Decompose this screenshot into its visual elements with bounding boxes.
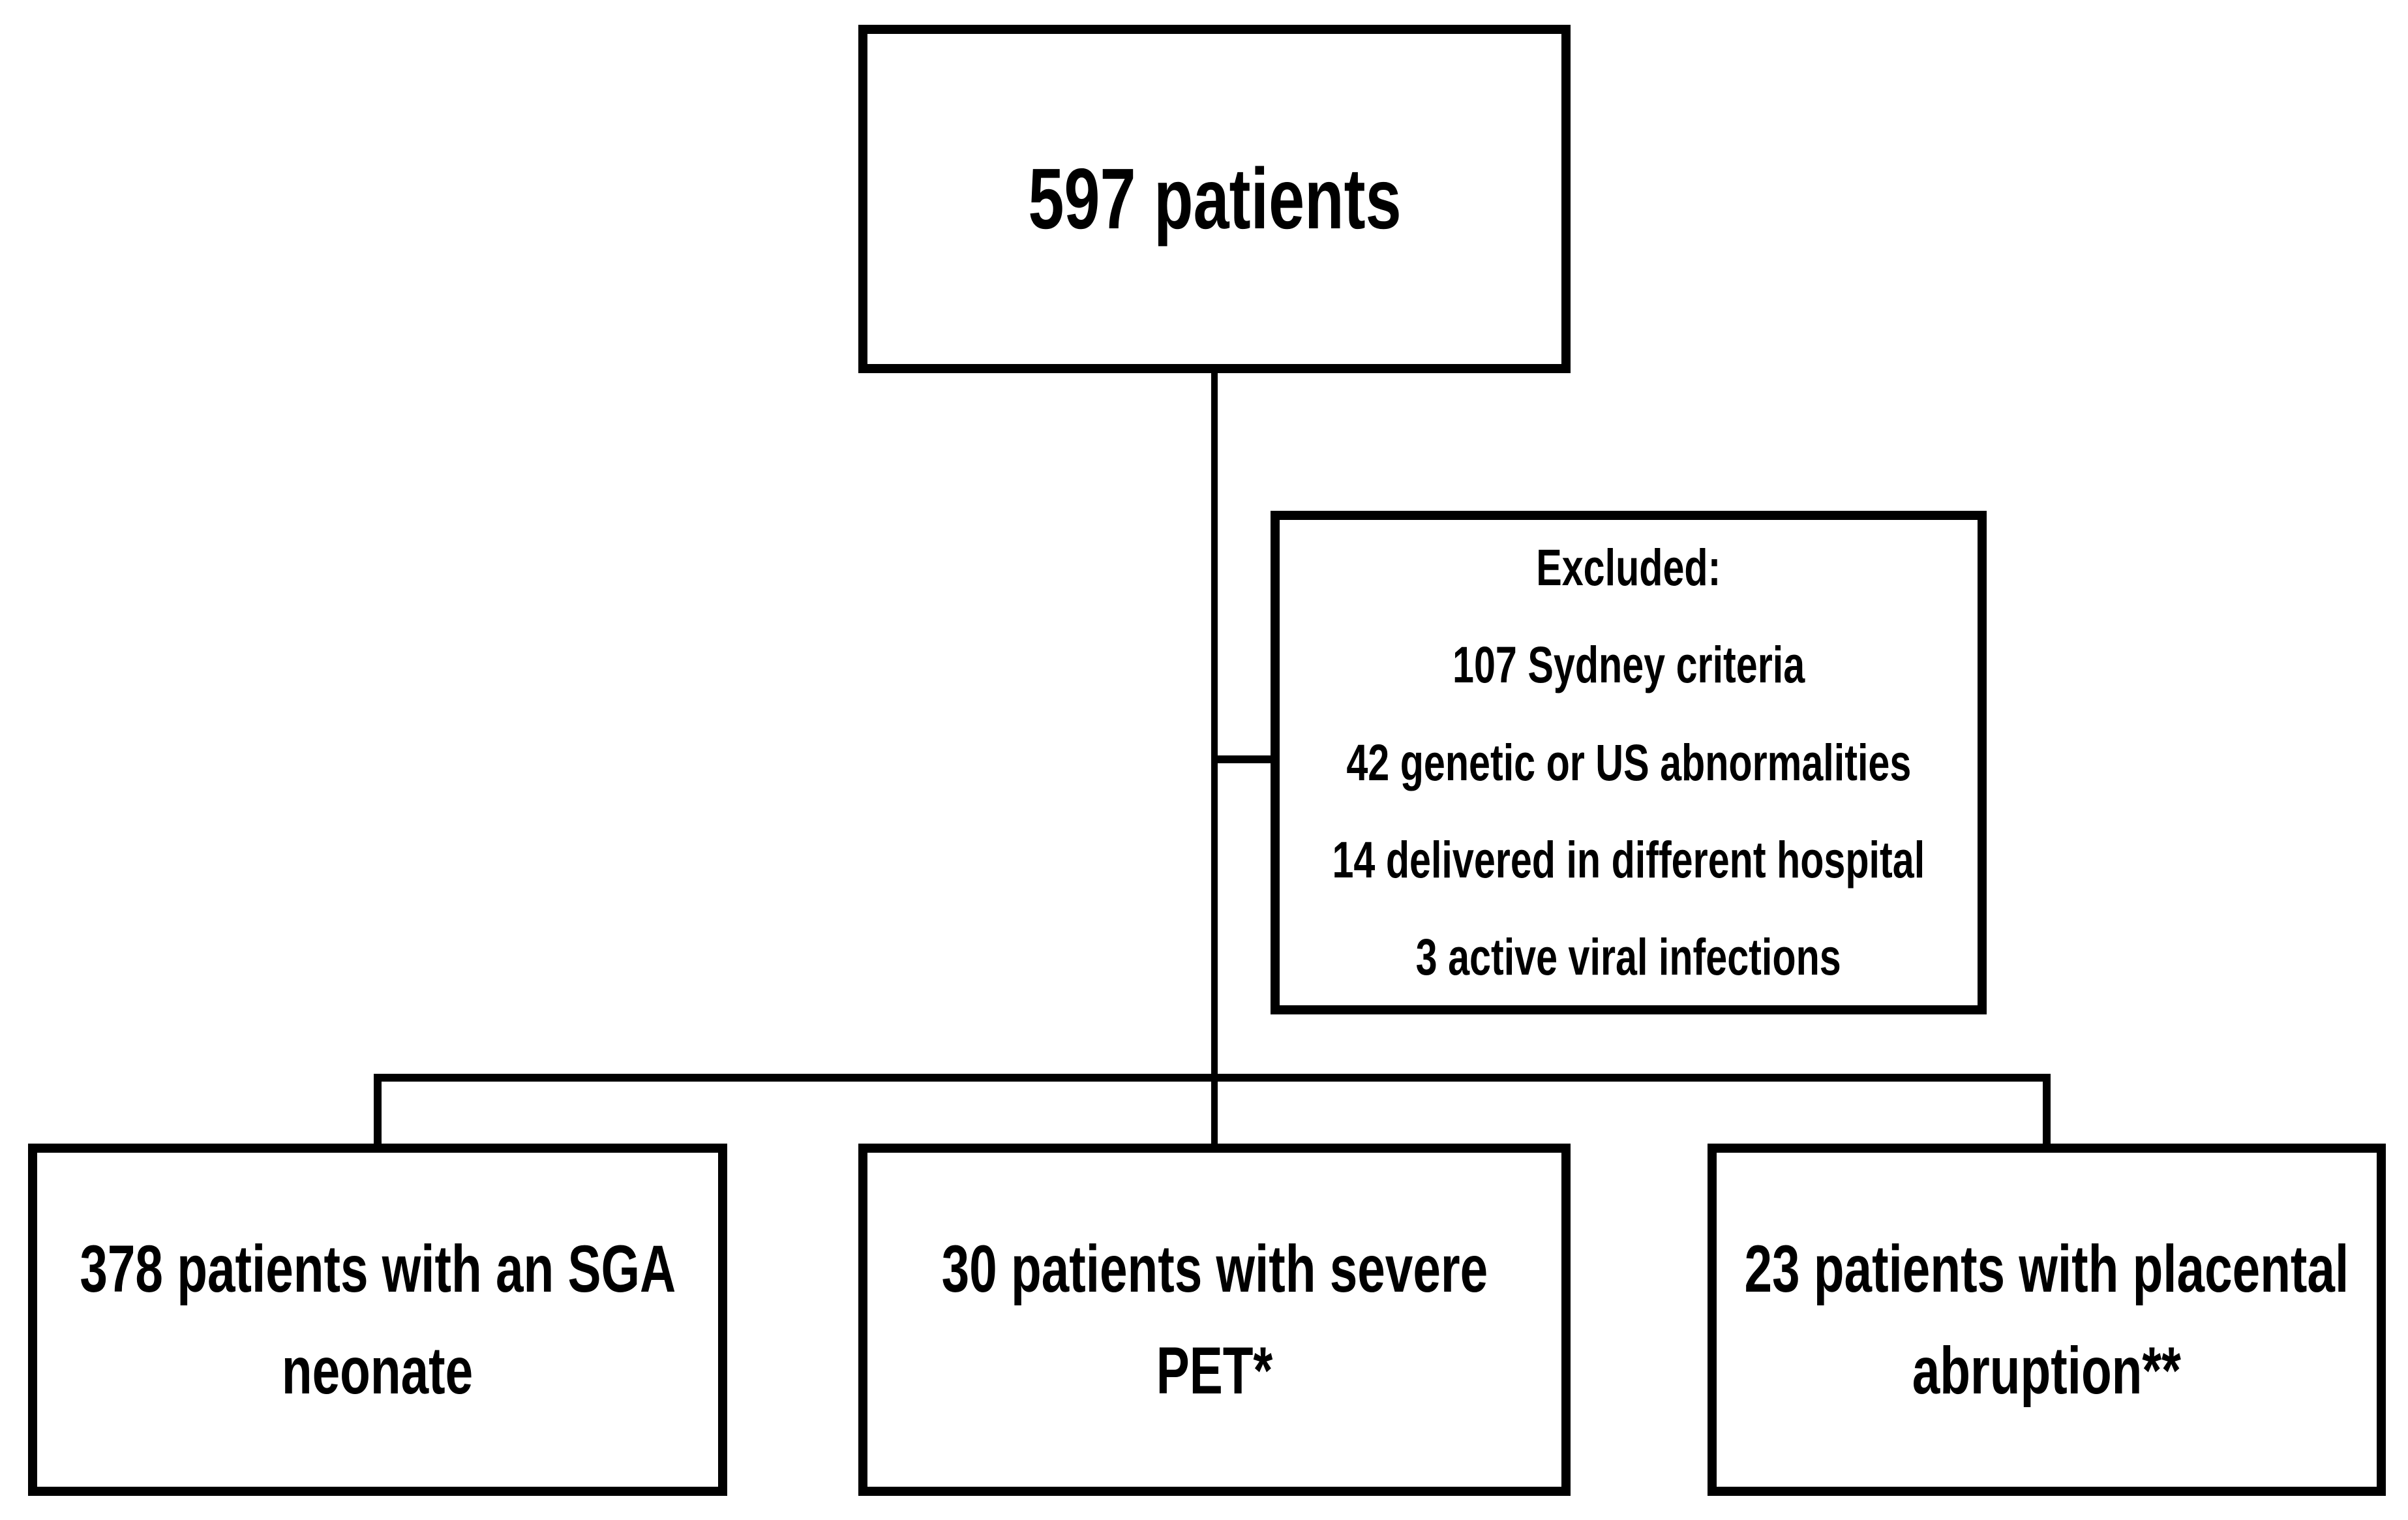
trunk-connector-line <box>1211 372 1218 1078</box>
pet-box-line-1: 30 patients with severe <box>941 1231 1488 1306</box>
excluded-item-viral-infections: 3 active viral infections <box>1415 928 1842 986</box>
outcome-box-sga-neonate: 378 patients with an SGA neonate <box>28 1144 727 1496</box>
abruption-box-line-1: 23 patients with placental <box>1744 1231 2349 1306</box>
pet-box-line-2: PET* <box>1156 1333 1273 1408</box>
drop-line-right <box>2043 1074 2051 1147</box>
abruption-box-line-2: abruption** <box>1912 1333 2182 1408</box>
sga-box-line-2: neonate <box>282 1333 474 1408</box>
excluded-title: Excluded: <box>1536 538 1721 596</box>
sga-box-line-1: 378 patients with an SGA <box>80 1231 676 1306</box>
excluded-box: Excluded: 107 Sydney criteria 42 genetic… <box>1271 511 1987 1014</box>
total-patients-box: 597 patients <box>858 25 1571 373</box>
outcome-box-severe-pet: 30 patients with severe PET* <box>858 1144 1571 1496</box>
excluded-connector-line <box>1214 755 1271 763</box>
outcome-box-placental-abruption: 23 patients with placental abruption** <box>1708 1144 2386 1496</box>
excluded-item-sydney-criteria: 107 Sydney criteria <box>1452 635 1805 694</box>
drop-line-left <box>374 1074 382 1147</box>
excluded-item-genetic-us-abnormalities: 42 genetic or US abnormalities <box>1346 733 1911 791</box>
excluded-item-different-hospital: 14 delivered in different hospital <box>1332 830 1925 889</box>
total-patients-label: 597 patients <box>1027 150 1402 247</box>
drop-line-middle <box>1211 1074 1218 1147</box>
